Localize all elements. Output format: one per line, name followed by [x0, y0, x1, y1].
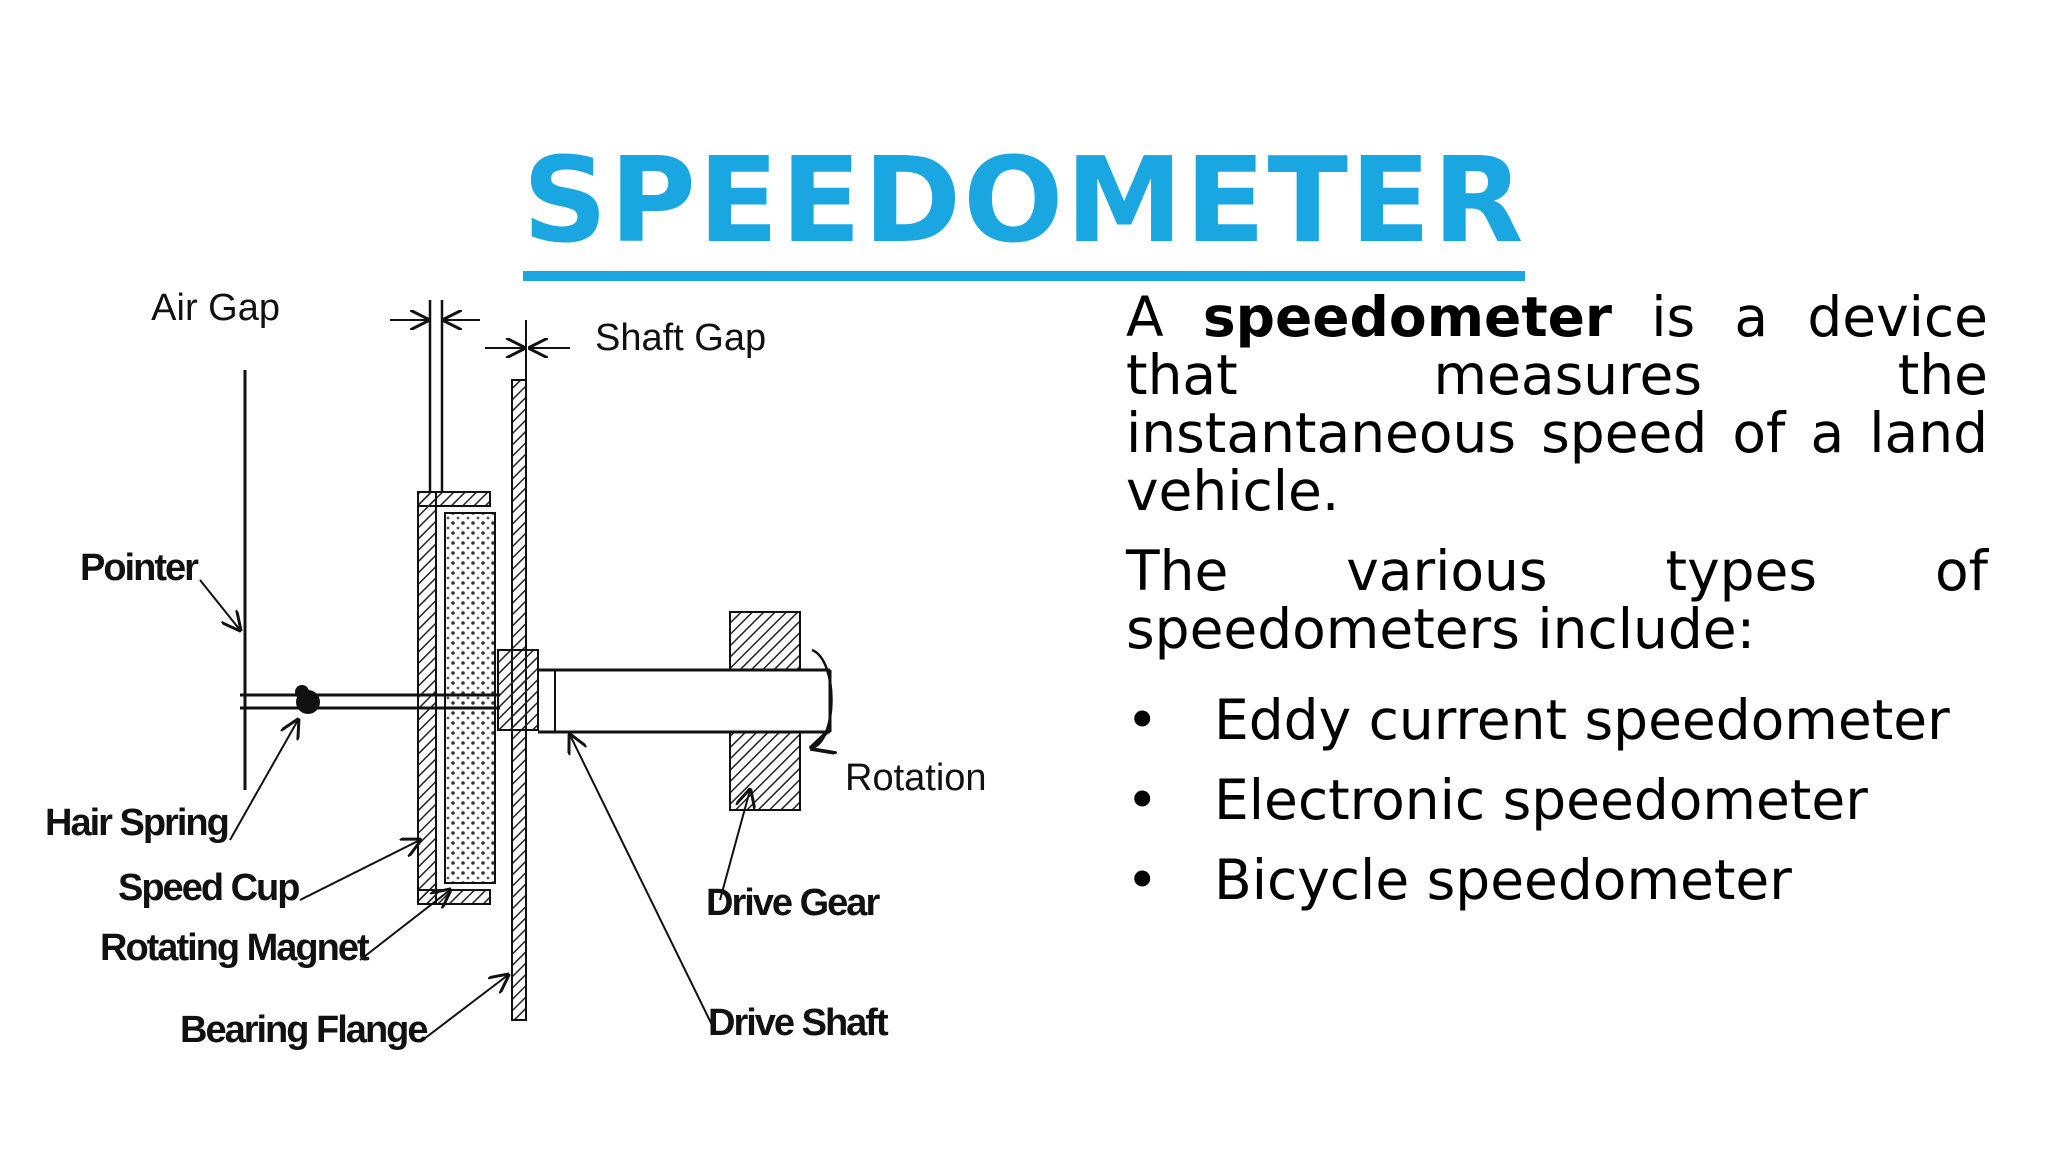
list-item-label: Bicycle speedometer [1214, 848, 1792, 912]
definition-term: speedometer [1202, 285, 1613, 349]
list-item: • Bicycle speedometer [1126, 840, 1988, 920]
rotating-magnet-part [444, 512, 496, 884]
list-item: • Electronic speedometer [1126, 760, 1988, 840]
leader-arrows [199, 579, 750, 1043]
slide-title-text: SPEEDOMETER [522, 141, 1526, 282]
label-drive-gear: Drive Gear [706, 882, 880, 924]
slide-title: SPEEDOMETER [0, 141, 2048, 282]
definition-rest: is a device that measures the instantane… [1126, 285, 1988, 523]
label-rotating-magnet: Rotating Magnet [100, 927, 370, 969]
bullet: • [1126, 688, 1159, 752]
label-air-gap: Air Gap [151, 287, 280, 329]
list-item-label: Eddy current speedometer [1214, 688, 1950, 752]
bullet: • [1126, 768, 1159, 832]
definition-start: A [1126, 285, 1203, 349]
pointer-shaft [240, 685, 500, 714]
air-gap-lines [428, 300, 444, 492]
rotation-arrow [812, 648, 832, 748]
types-intro-paragraph: The various types of speedometers includ… [1126, 539, 1988, 661]
shaft-collar [497, 649, 539, 731]
drive-gear-part [729, 611, 801, 811]
list-item-label: Electronic speedometer [1214, 768, 1868, 832]
speedometer-diagram: Air Gap Shaft Gap Pointer Hair Spring Sp… [45, 287, 987, 1051]
label-shaft-gap: Shaft Gap [595, 317, 766, 359]
label-pointer: Pointer [80, 547, 199, 589]
label-drive-shaft: Drive Shaft [708, 1002, 889, 1044]
label-hair-spring: Hair Spring [45, 802, 228, 844]
label-bearing-flange: Bearing Flange [180, 1009, 427, 1051]
drive-shaft-part [538, 668, 832, 734]
bullet: • [1126, 848, 1159, 912]
list-item: • Eddy current speedometer [1126, 680, 1988, 760]
label-speed-cup: Speed Cup [118, 867, 299, 909]
description-block: A speedometer is a device that measures … [1126, 288, 1988, 920]
label-rotation: Rotation [845, 757, 987, 799]
definition-paragraph: A speedometer is a device that measures … [1126, 288, 1988, 520]
types-list: • Eddy current speedometer • Electronic sp… [1126, 680, 1988, 920]
